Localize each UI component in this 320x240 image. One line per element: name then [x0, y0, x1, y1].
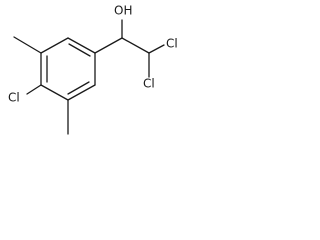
ring-bond: [40, 84, 69, 101]
molecule-drawing: OH Cl Cl Cl: [8, 4, 178, 135]
methyl-bond-top: [13, 36, 42, 54]
chlorine-label-bottom: Cl: [143, 77, 155, 91]
ring-double-bond: [67, 81, 90, 95]
chlorine-label-top: Cl: [166, 37, 178, 51]
ring-double-bond: [68, 43, 91, 57]
hydroxyl-label: OH: [114, 4, 132, 18]
ring-bond: [67, 84, 96, 101]
chain-bond: [121, 37, 150, 54]
chain-bond: [94, 37, 123, 54]
ring-chlorine-bond: [26, 84, 42, 95]
ring-bond: [67, 37, 96, 54]
chlorine-label-ring: Cl: [8, 91, 20, 105]
benzene-ring: [40, 37, 96, 101]
ring-bond: [40, 37, 69, 54]
chlorine-bond-top: [148, 44, 165, 54]
structure-diagram: OH Cl Cl Cl: [8, 4, 178, 135]
